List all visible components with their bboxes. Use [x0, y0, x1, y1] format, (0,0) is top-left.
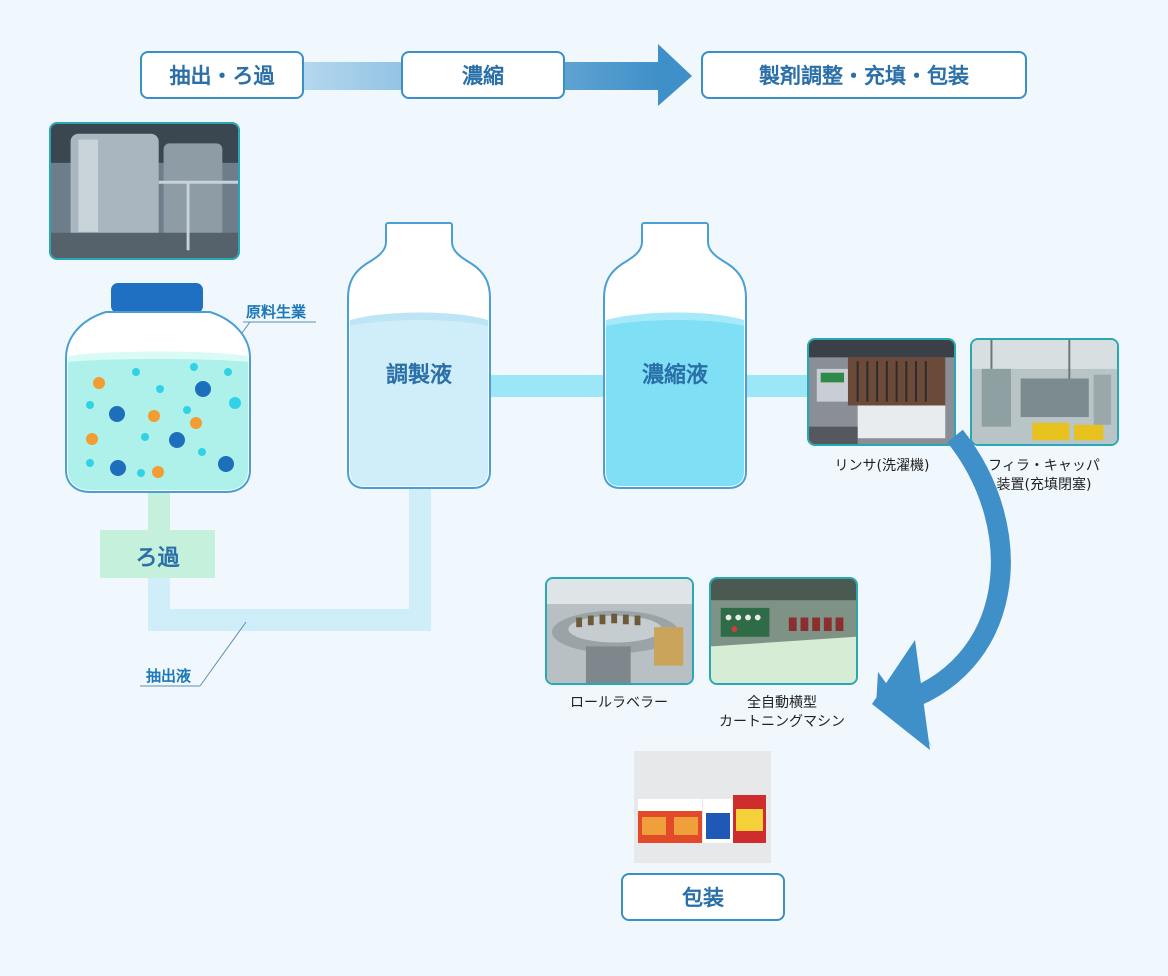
concentrate-label: 濃縮液	[641, 363, 708, 388]
prepared-liquid-label: 調製液	[385, 363, 452, 388]
cartoning-machine-photo	[709, 577, 858, 685]
concentrate-bottle	[603, 222, 747, 489]
raw-material-label: 原料生業	[246, 303, 307, 321]
step-concentration: 濃縮	[401, 51, 565, 99]
filler-capper-caption-line1: フィラ・キャッパ	[988, 458, 1100, 474]
filtration-block	[100, 530, 215, 578]
cartoning-machine-caption-line2: カートニングマシン	[719, 714, 845, 730]
filler-capper-photo	[970, 338, 1119, 446]
step-formulation-filling-packaging: 製剤調整・充填・包装	[701, 51, 1027, 99]
roll-labeler-photo	[545, 577, 694, 685]
prepared-liquid-bottle	[347, 222, 491, 489]
step-extraction-filtration: 抽出・ろ過	[140, 51, 304, 99]
cartoning-machine-caption-line1: 全自動横型	[747, 695, 817, 711]
filler-capper-caption-line2: 装置(充填閉塞)	[996, 477, 1092, 493]
rinser-caption: リンサ(洗濯機)	[834, 458, 930, 474]
packaging-box: 包装	[621, 873, 785, 921]
rinser-photo	[807, 338, 956, 446]
filtration-label: ろ過	[135, 546, 180, 571]
raw-material-tank	[65, 283, 251, 493]
packaged-products-photo	[634, 751, 771, 863]
roll-labeler-caption: ロールラベラー	[570, 695, 668, 711]
extraction-tank-photo	[49, 122, 240, 260]
extract-label: 抽出液	[146, 667, 192, 685]
